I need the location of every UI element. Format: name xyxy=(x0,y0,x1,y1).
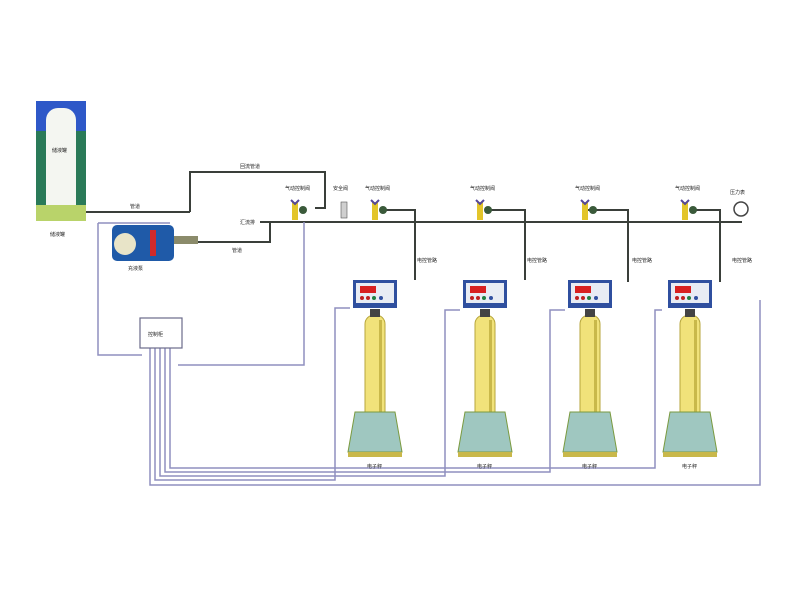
valve-label: 气动控制阀 xyxy=(285,185,310,192)
station-1 xyxy=(347,280,403,457)
pump-label: 充液泵 xyxy=(128,265,143,272)
scale-label: 电子秤 xyxy=(682,463,697,470)
control-box-label: 控制柜 xyxy=(148,331,163,338)
safety-valve-label: 安全阀 xyxy=(333,185,348,192)
tank-pipe-label: 管道 xyxy=(130,203,140,210)
station1-feed xyxy=(380,209,416,280)
valve xyxy=(370,199,387,220)
valve-label: 气动控制阀 xyxy=(470,185,495,192)
weighing-scale xyxy=(347,411,403,453)
tank-inner-label: 储液罐 xyxy=(52,147,67,154)
weight-display xyxy=(575,286,591,293)
weighing-scale xyxy=(457,411,513,453)
control-line-label: 电控管路 xyxy=(527,257,547,264)
valve xyxy=(290,199,307,220)
weight-display xyxy=(675,286,691,293)
scale-label: 电子秤 xyxy=(582,463,597,470)
control-line-label: 电控管路 xyxy=(632,257,652,264)
valve xyxy=(580,199,597,220)
valve-label: 气动控制阀 xyxy=(365,185,390,192)
pump: 充液泵 xyxy=(112,225,198,272)
safety-valve: 安全阀 xyxy=(333,185,348,219)
control-line-label: 电控管路 xyxy=(732,257,752,264)
scale-label: 电子秤 xyxy=(477,463,492,470)
filling-stations: 气动控制阀 气动控制阀 气动控制阀 气动控制阀 气动控制阀 电子秤 电控管路 电子秤 电控管… xyxy=(285,185,752,470)
control-box: 控制柜 xyxy=(139,317,183,349)
valve-label: 气动控制阀 xyxy=(675,185,700,192)
weight-display xyxy=(360,286,376,293)
valve-label: 气动控制阀 xyxy=(575,185,600,192)
return-line-label: 回流管道 xyxy=(240,163,260,170)
pump-outlet-pipe xyxy=(198,222,271,243)
pressure-gauge-label: 压力表 xyxy=(730,189,745,196)
scale-label: 电子秤 xyxy=(367,463,382,470)
weighing-scale xyxy=(562,411,618,453)
valve xyxy=(680,199,697,220)
pipes xyxy=(86,171,742,282)
return-loop-pipe xyxy=(189,171,326,212)
weighing-scale xyxy=(662,411,718,453)
station4-feed xyxy=(690,209,721,282)
storage-tank: 储液罐 储液罐 xyxy=(36,101,86,238)
pressure-gauge: 压力表 xyxy=(730,189,749,217)
station-2 xyxy=(457,280,513,457)
control-line-label: 电控管路 xyxy=(417,257,437,264)
manifold-label: 汇流排 xyxy=(240,219,255,226)
station3-feed xyxy=(588,209,629,282)
control-wires xyxy=(97,222,761,486)
weight-display xyxy=(470,286,486,293)
station-3 xyxy=(562,280,618,457)
pump-outlet-label: 管道 xyxy=(232,247,242,254)
station2-feed xyxy=(485,209,526,280)
valve xyxy=(475,199,492,220)
station-4 xyxy=(662,280,718,457)
storage-tank-label: 储液罐 xyxy=(50,231,65,238)
